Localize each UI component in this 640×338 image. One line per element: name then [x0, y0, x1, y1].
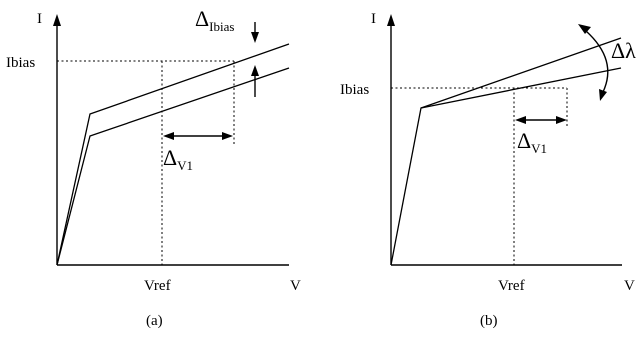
panel-a-caption: (a) [146, 313, 163, 329]
panel-b-y-axis-label: I [371, 11, 376, 27]
panel-a-y-axis-label: I [37, 11, 42, 27]
panel-b-lambda-arrowhead-bottom [599, 89, 607, 101]
panel-a-delta-v1-sub: V1 [177, 158, 193, 173]
panel-b-x-axis-label: V [624, 278, 635, 294]
panel-b-dv1-arrowhead-right [556, 116, 567, 124]
panel-a-ibias-arrowhead-down [251, 32, 259, 43]
panel-b-dv1-arrowhead-left [515, 116, 526, 124]
panel-a-delta-v1-label: ΔV1 [163, 145, 193, 173]
panel-b-delta-v1-label: ΔV1 [517, 128, 547, 156]
panel-b-delta-lambda-label: Δλ [611, 38, 636, 63]
panel-b: I V Ibias Vref Δλ ΔV1 (b) [340, 11, 636, 329]
panel-a-curve-upper [56, 43, 290, 266]
panel-a-x-axis-label: V [290, 278, 301, 294]
panel-a-delta-ibias-label: ΔIbias [195, 6, 234, 34]
panel-a-ibias-label: Ibias [6, 55, 35, 71]
panel-b-delta-v1-symbol: Δ [517, 128, 531, 153]
panel-b-lambda-arrowhead-top [578, 24, 591, 34]
panel-a: I V Ibias Vref ΔIbias ΔV1 (a) [6, 6, 301, 329]
panel-b-y-axis-arrow [387, 14, 395, 26]
panel-a-curve-lower [56, 67, 290, 266]
panel-b-vref-label: Vref [498, 278, 525, 294]
panel-a-vref-label: Vref [144, 278, 171, 294]
panel-a-delta-ibias-sub: Ibias [209, 19, 234, 34]
panel-a-dv1-arrowhead-left [163, 132, 174, 140]
panel-a-dv1-arrowhead-right [222, 132, 233, 140]
panel-a-delta-ibias-symbol: Δ [195, 6, 209, 31]
panel-b-curve-steep [390, 37, 622, 266]
panel-a-ibias-arrowhead-up [251, 65, 259, 76]
panel-b-curve-shallow [420, 67, 622, 109]
panel-a-delta-v1-symbol: Δ [163, 145, 177, 170]
panel-b-ibias-label: Ibias [340, 82, 369, 98]
panel-b-lambda-arc [585, 30, 609, 93]
panel-b-delta-v1-sub: V1 [531, 141, 547, 156]
panel-a-y-axis-arrow [53, 14, 61, 26]
panel-b-caption: (b) [480, 313, 498, 329]
